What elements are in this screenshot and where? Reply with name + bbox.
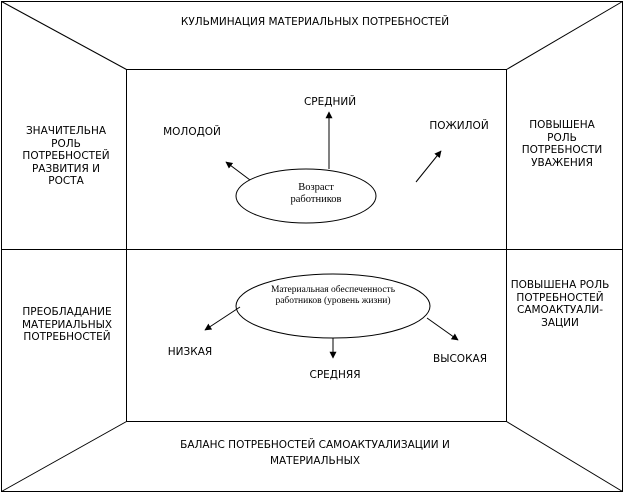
top-label: КУЛЬМИНАЦИЯ МАТЕРИАЛЬНЫХ ПОТРЕБНОСТЕЙ (180, 16, 450, 28)
diagonal-bottom-left (1, 421, 127, 492)
left-lower-label: ПРЕОБЛАДАНИЕ МАТЕРИАЛЬНЫХ ПОТРЕБНОСТЕЙ (21, 306, 113, 343)
diagonal-top-left (1, 1, 127, 70)
arrow-wealth-left (204, 306, 241, 331)
arrow-wealth-right (426, 317, 459, 341)
arrow-age-right (415, 150, 442, 183)
wealth-medium-label: СРЕДНЯЯ (309, 369, 361, 381)
arrow-age-left (225, 161, 251, 181)
right-upper-label: ПОВЫШЕНА РОЛЬ ПОТРЕБНОСТИ УВАЖЕНИЯ (521, 119, 603, 169)
diagonal-bottom-right (506, 421, 623, 492)
wealth-center-label: Материальная обеспеченность работников (… (270, 285, 396, 306)
bottom-label: БАЛАНС ПОТРЕБНОСТЕЙ САМОАКТУАЛИЗАЦИИ И М… (180, 439, 450, 467)
age-center-label: Возраст работников (290, 182, 342, 205)
age-ellipse (235, 168, 377, 224)
left-upper-label: ЗНАЧИТЕЛЬНА РОЛЬ ПОТРЕБНОСТЕЙ РАЗВИТИЯ И… (22, 125, 110, 187)
inner-frame (126, 69, 507, 422)
age-middle-label: СРЕДНИЙ (303, 96, 357, 108)
wealth-low-label: НИЗКАЯ (167, 346, 213, 358)
age-young-label: МОЛОДОЙ (163, 126, 221, 138)
diagonal-top-right (506, 1, 623, 70)
wealth-high-label: ВЫСОКАЯ (433, 353, 487, 365)
right-lower-label: ПОВЫШЕНА РОЛЬ ПОТРЕБНОСТЕЙ САМОАКТУАЛИ-З… (508, 279, 612, 329)
age-old-label: ПОЖИЛОЙ (429, 120, 489, 132)
